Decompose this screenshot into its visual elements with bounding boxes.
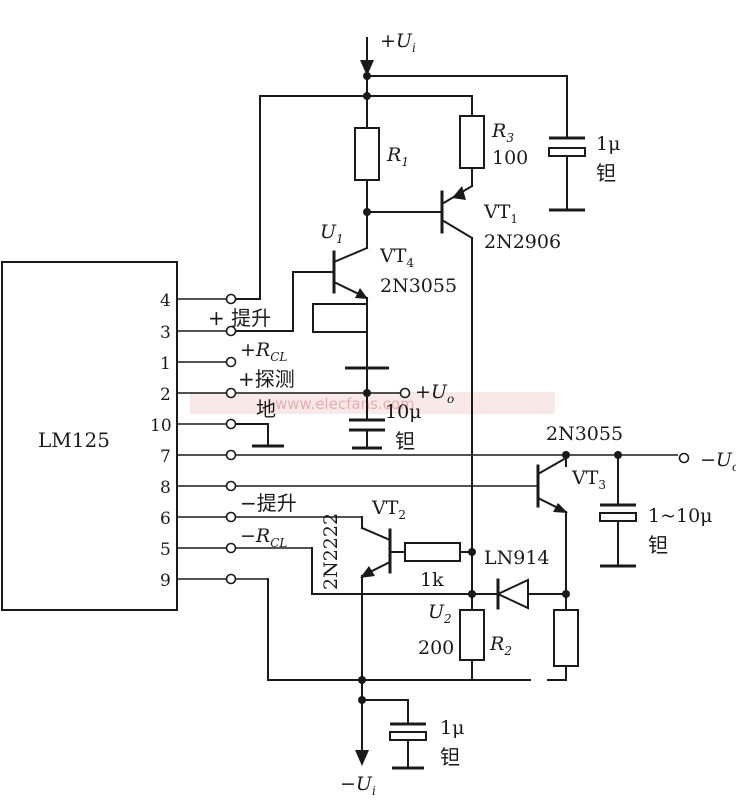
- vt1-label: VT1: [483, 201, 518, 226]
- label-rcl-pos: +RCL: [240, 339, 287, 364]
- transistor-vt3: 2N3055 VT3: [236, 423, 623, 611]
- npn-arrow-icon: [553, 503, 568, 513]
- pin-number: 8: [160, 478, 171, 498]
- cap-mid-value: 10μ: [385, 401, 422, 423]
- resistor-r1: R1: [354, 127, 409, 213]
- out-pos-label: +Uo: [415, 381, 454, 406]
- label-rcl-neg: −RCL: [240, 525, 287, 550]
- resistor-r2: U2 200 R2: [418, 601, 512, 661]
- rail-neg-label: −Ui: [340, 773, 376, 798]
- out-neg-label: −Uo: [700, 449, 736, 474]
- capacitor-bottom: 1μ 钽: [389, 699, 464, 770]
- npn-arrow-icon: [355, 288, 368, 299]
- capacitor-mid: +Uo 10μ 钽: [236, 331, 454, 453]
- cap-top-type: 钽: [596, 161, 616, 185]
- rail-pos-label: +Ui: [380, 30, 416, 55]
- positive-input-rail: +Ui: [235, 30, 568, 300]
- lm125-chip: LM125 4 3 1 2 10 7 8 6 5 9: [1, 261, 178, 611]
- r-1k-value: 1k: [420, 569, 444, 591]
- negative-output-rail: −Uo: [236, 449, 736, 474]
- r2-value: 200: [418, 637, 454, 659]
- pin-number: 6: [160, 509, 171, 529]
- cap-bottom-type: 钽: [440, 745, 460, 769]
- label-ground: 地: [256, 397, 276, 421]
- label-boost-neg: −提升: [240, 491, 297, 515]
- r1-label: R1: [386, 144, 409, 169]
- npn-arrow-icon: [360, 566, 375, 578]
- pin-number: 4: [160, 291, 171, 311]
- capacitor-top: 1μ 钽: [548, 75, 620, 212]
- pin-wires: [177, 293, 237, 585]
- vt2-part: 2N2222: [320, 513, 342, 590]
- pin-number: 5: [160, 540, 171, 560]
- cap-mid-type: 钽: [395, 429, 415, 453]
- input-arrow-icon: [360, 60, 374, 76]
- cap-right-value: 1~10μ: [648, 505, 713, 527]
- pnp-arrow-icon: [452, 186, 466, 200]
- pin-number: 3: [160, 323, 171, 343]
- transistor-vt2: 2N2222 VT2 1k: [236, 497, 476, 591]
- label-probe-pos: +探测: [238, 367, 295, 391]
- capacitor-right: 1~10μ 钽: [599, 454, 713, 568]
- ground-symbol: [235, 423, 284, 448]
- output-arrow-icon: [355, 750, 369, 766]
- resistor-r3: R3 100: [459, 95, 528, 187]
- r3-label: R3: [491, 120, 514, 145]
- pin-number: 1: [160, 354, 171, 374]
- diode-part: LN914: [484, 547, 550, 569]
- chip-pin-numbers: 4 3 1 2 10 7 8 6 5 9: [150, 291, 172, 591]
- vt3-label: VT3: [571, 467, 606, 492]
- pin-number: 10: [150, 416, 172, 436]
- diode-ln914: LN914: [236, 547, 570, 610]
- watermark: www.elecfans.com: [190, 392, 555, 414]
- vt1-part: 2N2906: [484, 231, 561, 253]
- pin-function-labels: + 提升 +RCL +探测 地 −提升 −RCL: [208, 306, 297, 550]
- watermark-text: www.elecfans.com: [275, 395, 415, 413]
- chip-name: LM125: [38, 428, 110, 452]
- cap-bottom-value: 1μ: [440, 717, 464, 739]
- pin-number: 7: [160, 447, 171, 467]
- vt4-part: 2N3055: [380, 275, 457, 297]
- vt3-part: 2N3055: [546, 423, 623, 445]
- pin-number: 2: [160, 385, 171, 405]
- r3-value: 100: [492, 147, 528, 169]
- negative-input-rail: −Ui: [236, 575, 567, 798]
- cap-right-type: 钽: [648, 533, 668, 557]
- u1-label: U1: [320, 221, 344, 246]
- label-boost-pos: + 提升: [208, 306, 271, 330]
- vt4-label: VT4: [379, 245, 414, 270]
- pin-number: 9: [160, 571, 171, 591]
- resistor-right: [553, 609, 579, 667]
- vt2-label: VT2: [371, 497, 406, 522]
- r2-label: R2: [489, 633, 512, 658]
- cap-top-value: 1μ: [596, 133, 620, 155]
- transistor-vt4: U1 VT4 2N3055: [235, 211, 457, 333]
- u2-label: U2: [428, 601, 452, 626]
